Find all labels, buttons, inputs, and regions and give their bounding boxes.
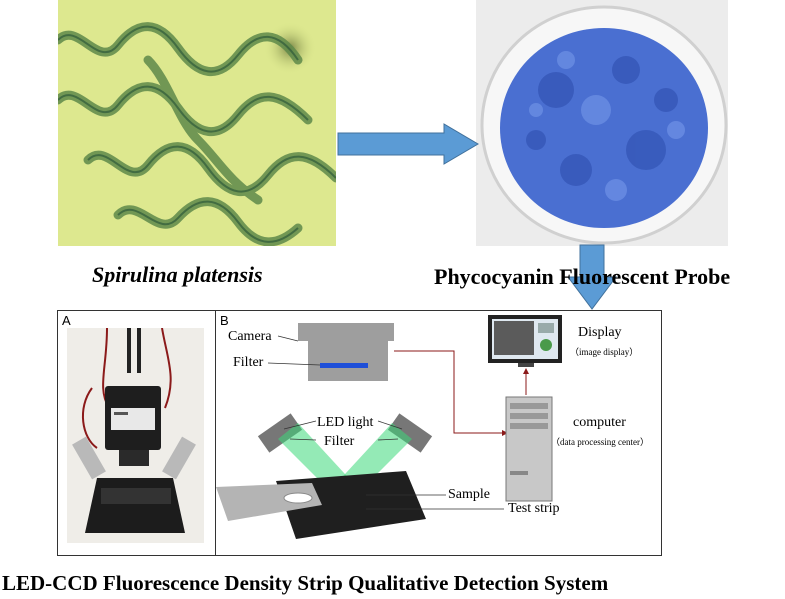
- phycocyanin-photo: [476, 0, 728, 246]
- spirulina-caption: Spirulina platensis: [92, 262, 263, 287]
- led-ccd-device: [67, 328, 204, 543]
- sample-well: [283, 492, 313, 504]
- display-sub-label: （image display）: [570, 347, 639, 357]
- schematic-diagram: [216, 315, 562, 539]
- filter-top-label: Filter: [233, 355, 264, 370]
- test-strip-label: Test strip: [508, 501, 560, 516]
- led-right: [387, 413, 433, 453]
- sample-label: Sample: [448, 487, 490, 502]
- panel-divider: [215, 310, 216, 556]
- panel-a-label: A: [62, 313, 71, 328]
- camera-label: Camera: [228, 329, 272, 344]
- computer-label: computer: [573, 415, 626, 430]
- panel-b-label: B: [220, 313, 229, 328]
- computer-sub-label: （data processing center）: [551, 437, 649, 447]
- camera-filter: [320, 363, 368, 368]
- led-left: [257, 413, 303, 453]
- filter-mid-label: Filter: [324, 434, 355, 449]
- computer-tower: [505, 396, 553, 502]
- spirulina-filaments: [58, 0, 336, 246]
- led-light-label: LED light: [317, 415, 374, 430]
- probe-caption: Phycocyanin Fluorescent Probe: [434, 264, 731, 289]
- spirulina-photo: [58, 0, 336, 246]
- right-arrow-icon: [337, 123, 479, 165]
- system-caption: LED-CCD Fluorescence Density Strip Quali…: [2, 571, 609, 595]
- down-arrow-icon: [567, 244, 617, 310]
- display-label: Display: [578, 325, 622, 340]
- camera-body: [298, 323, 394, 381]
- petri-dish-powder: [476, 0, 728, 246]
- test-strip-shape: [216, 483, 322, 521]
- device-photo: [67, 328, 204, 543]
